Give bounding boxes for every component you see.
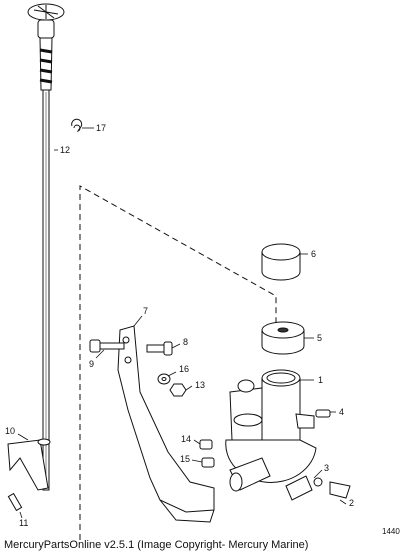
screw-part — [7, 492, 23, 512]
callout-6: 6 — [311, 249, 316, 259]
callout-13: 13 — [195, 380, 205, 390]
hook-part — [7, 438, 51, 491]
figure-id: 1440 — [382, 527, 400, 536]
fittings-parts — [199, 409, 351, 499]
bolt-part-8 — [146, 341, 173, 356]
callout-3: 3 — [324, 463, 329, 473]
callout-14: 14 — [181, 434, 191, 444]
callout-1: 1 — [318, 375, 323, 385]
fill-housing-part — [225, 369, 317, 501]
callout-16: 16 — [179, 364, 189, 374]
clip-part — [71, 118, 83, 132]
dipstick-part — [27, 3, 65, 491]
bolt-part-9 — [89, 339, 125, 353]
callout-8: 8 — [183, 337, 188, 347]
callout-4: 4 — [339, 407, 344, 417]
callout-10: 10 — [5, 426, 15, 436]
nut-part — [169, 383, 187, 397]
callout-17: 17 — [96, 123, 106, 133]
callout-2: 2 — [349, 498, 354, 508]
grommet-part — [261, 321, 305, 355]
callout-12: 12 — [60, 145, 70, 155]
callout-7: 7 — [143, 306, 148, 316]
callout-9: 9 — [89, 359, 94, 369]
callout-5: 5 — [317, 333, 322, 343]
assembly-dashed-line — [79, 185, 277, 540]
leader-lines — [17, 127, 347, 519]
callout-15: 15 — [180, 454, 190, 464]
cap-part — [261, 243, 301, 281]
copyright-caption: MercuryPartsOnline v2.5.1 (Image Copyrig… — [4, 539, 309, 551]
bracket-part — [117, 325, 215, 523]
callout-11: 11 — [19, 518, 28, 528]
